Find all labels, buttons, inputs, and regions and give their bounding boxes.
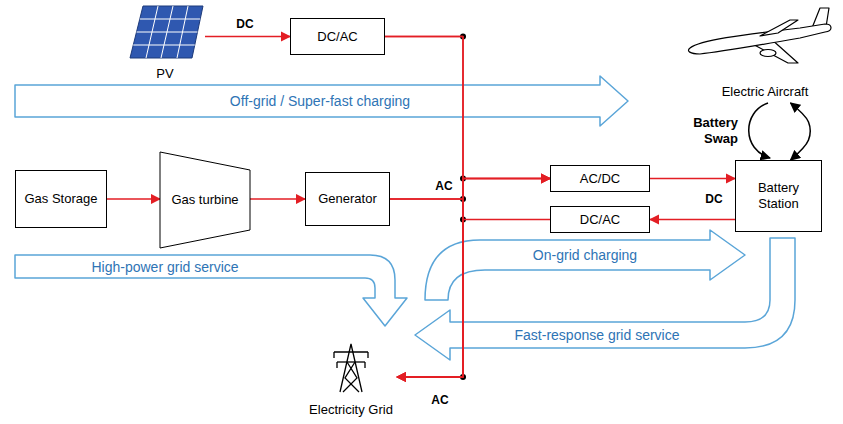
pv-source: PV [125,0,205,82]
power-line [650,219,735,221]
node-text: Electric Aircraft [722,84,809,100]
turbine-outline [160,152,250,248]
ongrid-flow-arrow [425,230,745,300]
offgrid-flow-arrow [15,76,628,126]
node-text: Gas Storage [25,191,98,207]
swap-arc-arrow [749,103,770,158]
battery-station-box: Battery Station [735,160,822,232]
generator-box: Generator [305,172,390,226]
power-line [390,199,463,377]
flow-label: High-power grid service [91,259,238,276]
bus-type-label: DC [705,192,722,206]
highpower-flow-arrow [15,255,407,326]
aircraft-icon [688,8,831,63]
node-text: DC/AC [580,212,620,228]
power-line [250,198,305,200]
grid-node: Electricity Grid [305,332,397,418]
converter-box: DC/AC [290,18,385,55]
fastresponse-flow-arrow [415,238,795,360]
power-line [650,178,735,180]
edge-label: Battery Swap [682,115,738,146]
bus-type-label: AC [435,179,452,193]
bus-type-label: AC [431,393,448,407]
node-text: Generator [318,191,377,207]
node-text: DC/AC [317,29,357,45]
converter-box: DC/AC [550,206,650,233]
node-text: AC/DC [580,171,620,187]
node-text: Electricity Grid [309,402,393,418]
grid-tower-icon [334,344,368,392]
power-line [385,37,463,378]
node-text: Battery Station [742,180,815,211]
node-text: PV [156,66,173,82]
flow-label: Fast-response grid service [515,327,680,344]
power-line [107,198,160,200]
converter-box: AC/DC [550,165,650,192]
swap-arrow [791,103,811,160]
power-line [390,179,550,200]
edge-label: DC [236,17,253,31]
power-line [397,220,550,378]
power-line [397,179,550,378]
node-text: Gas turbine [171,192,238,208]
flow-label: On-grid charging [533,247,637,264]
flow-arrows [15,76,795,360]
power-line [205,36,290,38]
pv-panel-icon [130,6,203,58]
aircraft-node: Electric Aircraft [700,4,830,100]
turbine-trapezoid: Gas turbine [160,152,250,248]
flow-label: Off-grid / Super-fast charging [230,93,410,110]
storage-box: Gas Storage [15,170,107,228]
